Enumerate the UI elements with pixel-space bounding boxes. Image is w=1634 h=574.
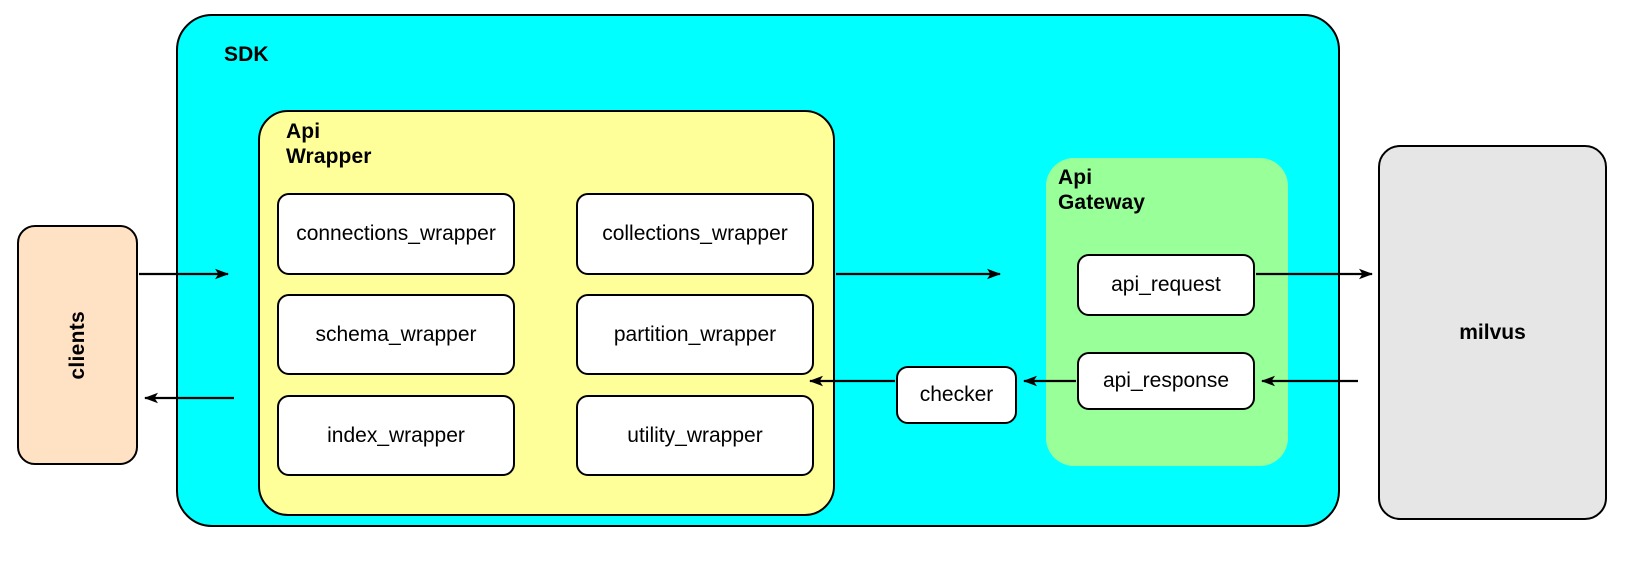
group-api-gateway-label: Api Gateway (1058, 166, 1146, 214)
box-milvus[interactable]: milvus (1378, 145, 1607, 520)
box-checker-label: checker (919, 383, 994, 406)
box-index-wrapper[interactable]: index_wrapper (277, 395, 515, 476)
box-connections-wrapper[interactable]: connections_wrapper (277, 193, 515, 275)
box-collections-wrapper[interactable]: collections_wrapper (576, 193, 814, 275)
group-api-wrapper-label: Api Wrapper (286, 120, 372, 168)
box-api-request-label: api_request (1111, 273, 1221, 296)
box-partition-wrapper-label: partition_wrapper (613, 322, 777, 346)
box-connections-wrapper-label: connections_wrapper (296, 222, 496, 245)
box-api-request[interactable]: api_request (1077, 254, 1255, 316)
box-utility-wrapper-label: utility_wrapper (627, 423, 763, 447)
box-schema-wrapper[interactable]: schema_wrapper (277, 294, 515, 375)
box-collections-wrapper-label: collections_wrapper (602, 222, 788, 245)
box-clients-label: clients (65, 310, 89, 380)
box-utility-wrapper[interactable]: utility_wrapper (576, 395, 814, 476)
box-index-wrapper-label: index_wrapper (327, 423, 465, 447)
box-clients[interactable]: clients (17, 225, 138, 465)
box-milvus-label: milvus (1459, 320, 1526, 344)
box-api-response-label: api_response (1102, 369, 1230, 392)
group-sdk-label: SDK (224, 43, 269, 66)
box-schema-wrapper-label: schema_wrapper (315, 322, 477, 346)
box-checker[interactable]: checker (896, 366, 1017, 424)
box-partition-wrapper[interactable]: partition_wrapper (576, 294, 814, 375)
box-api-response[interactable]: api_response (1077, 352, 1255, 410)
